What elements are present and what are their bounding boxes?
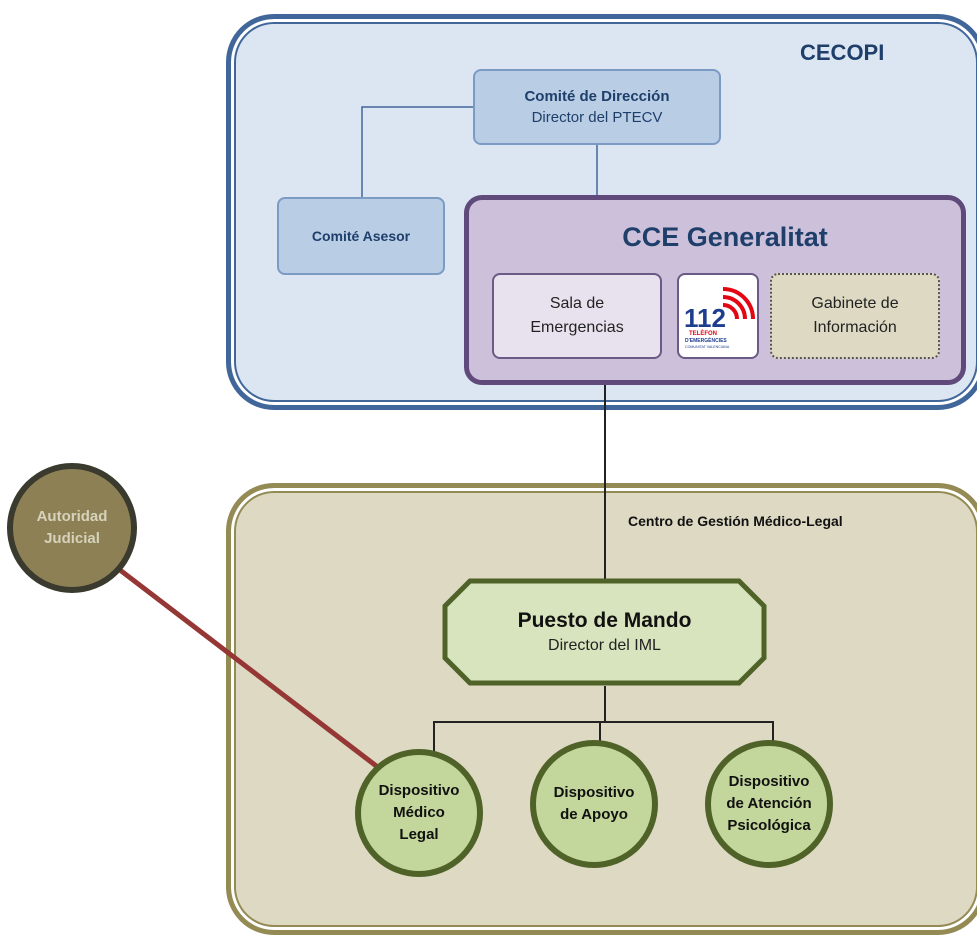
disp-psi-line-3: Psicológica [727, 817, 811, 834]
sala-emergencias-box: Sala de Emergencias [492, 273, 662, 359]
disp-psi-line-1: Dispositivo [728, 773, 810, 790]
disp-apo-line-1: Dispositivo [553, 784, 635, 801]
comite-direccion-box: Comité de Dirección Director del PTECV [473, 69, 721, 145]
dispositivo-atencion-psicologica-circle: Dispositivo de Atención Psicológica [705, 740, 833, 868]
autoridad-judicial-circle: Autoridad Judicial [7, 463, 137, 593]
comite-direccion-title: Comité de Dirección [524, 88, 670, 105]
logo-112-line3: COMUNITAT VALENCIANA [685, 345, 730, 349]
logo-112-icon: 112 TELÈFON D'EMERGÈNCIES COMUNITAT VALE… [684, 287, 755, 349]
logo-112-line2: D'EMERGÈNCIES [685, 336, 727, 344]
disp-apo-line-2: de Apoyo [560, 806, 628, 823]
puesto-mando-shape [442, 578, 767, 686]
puesto-mando-box: Puesto de Mando Director del IML [442, 578, 767, 686]
centro-gestion-title: Centro de Gestión Médico-Legal [628, 513, 843, 529]
gabinete-line-1: Gabinete de [811, 295, 899, 312]
comite-asesor-box: Comité Asesor [277, 197, 445, 275]
autoridad-line-2: Judicial [44, 530, 100, 547]
puesto-mando-subtitle: Director del IML [548, 637, 661, 654]
disp-med-line-2: Médico [393, 804, 445, 821]
comite-asesor-title: Comité Asesor [311, 228, 411, 244]
comite-direccion-subtitle: Director del PTECV [531, 109, 663, 126]
dispositivo-apoyo-circle: Dispositivo de Apoyo [530, 740, 658, 868]
logo-112-number: 112 [684, 303, 726, 333]
dispositivo-medico-legal-circle: Dispositivo Médico Legal [355, 749, 483, 877]
disp-med-line-1: Dispositivo [378, 782, 460, 799]
cce-generalitat-title: CCE Generalitat [622, 222, 828, 252]
logo-112-box: 112 TELÈFON D'EMERGÈNCIES COMUNITAT VALE… [677, 273, 759, 359]
gabinete-informacion-box: Gabinete de Información [770, 273, 940, 359]
logo-112-line1: TELÈFON [689, 329, 717, 337]
sala-line-1: Sala de [549, 295, 605, 312]
disp-med-line-3: Legal [399, 826, 439, 843]
disp-psi-line-2: de Atención [726, 795, 812, 812]
sala-line-2: Emergencias [530, 319, 624, 336]
puesto-mando-title: Puesto de Mando [517, 609, 692, 632]
gabinete-line-2: Información [813, 319, 897, 336]
cecopi-title: CECOPI [800, 40, 885, 65]
autoridad-line-1: Autoridad [36, 508, 108, 525]
